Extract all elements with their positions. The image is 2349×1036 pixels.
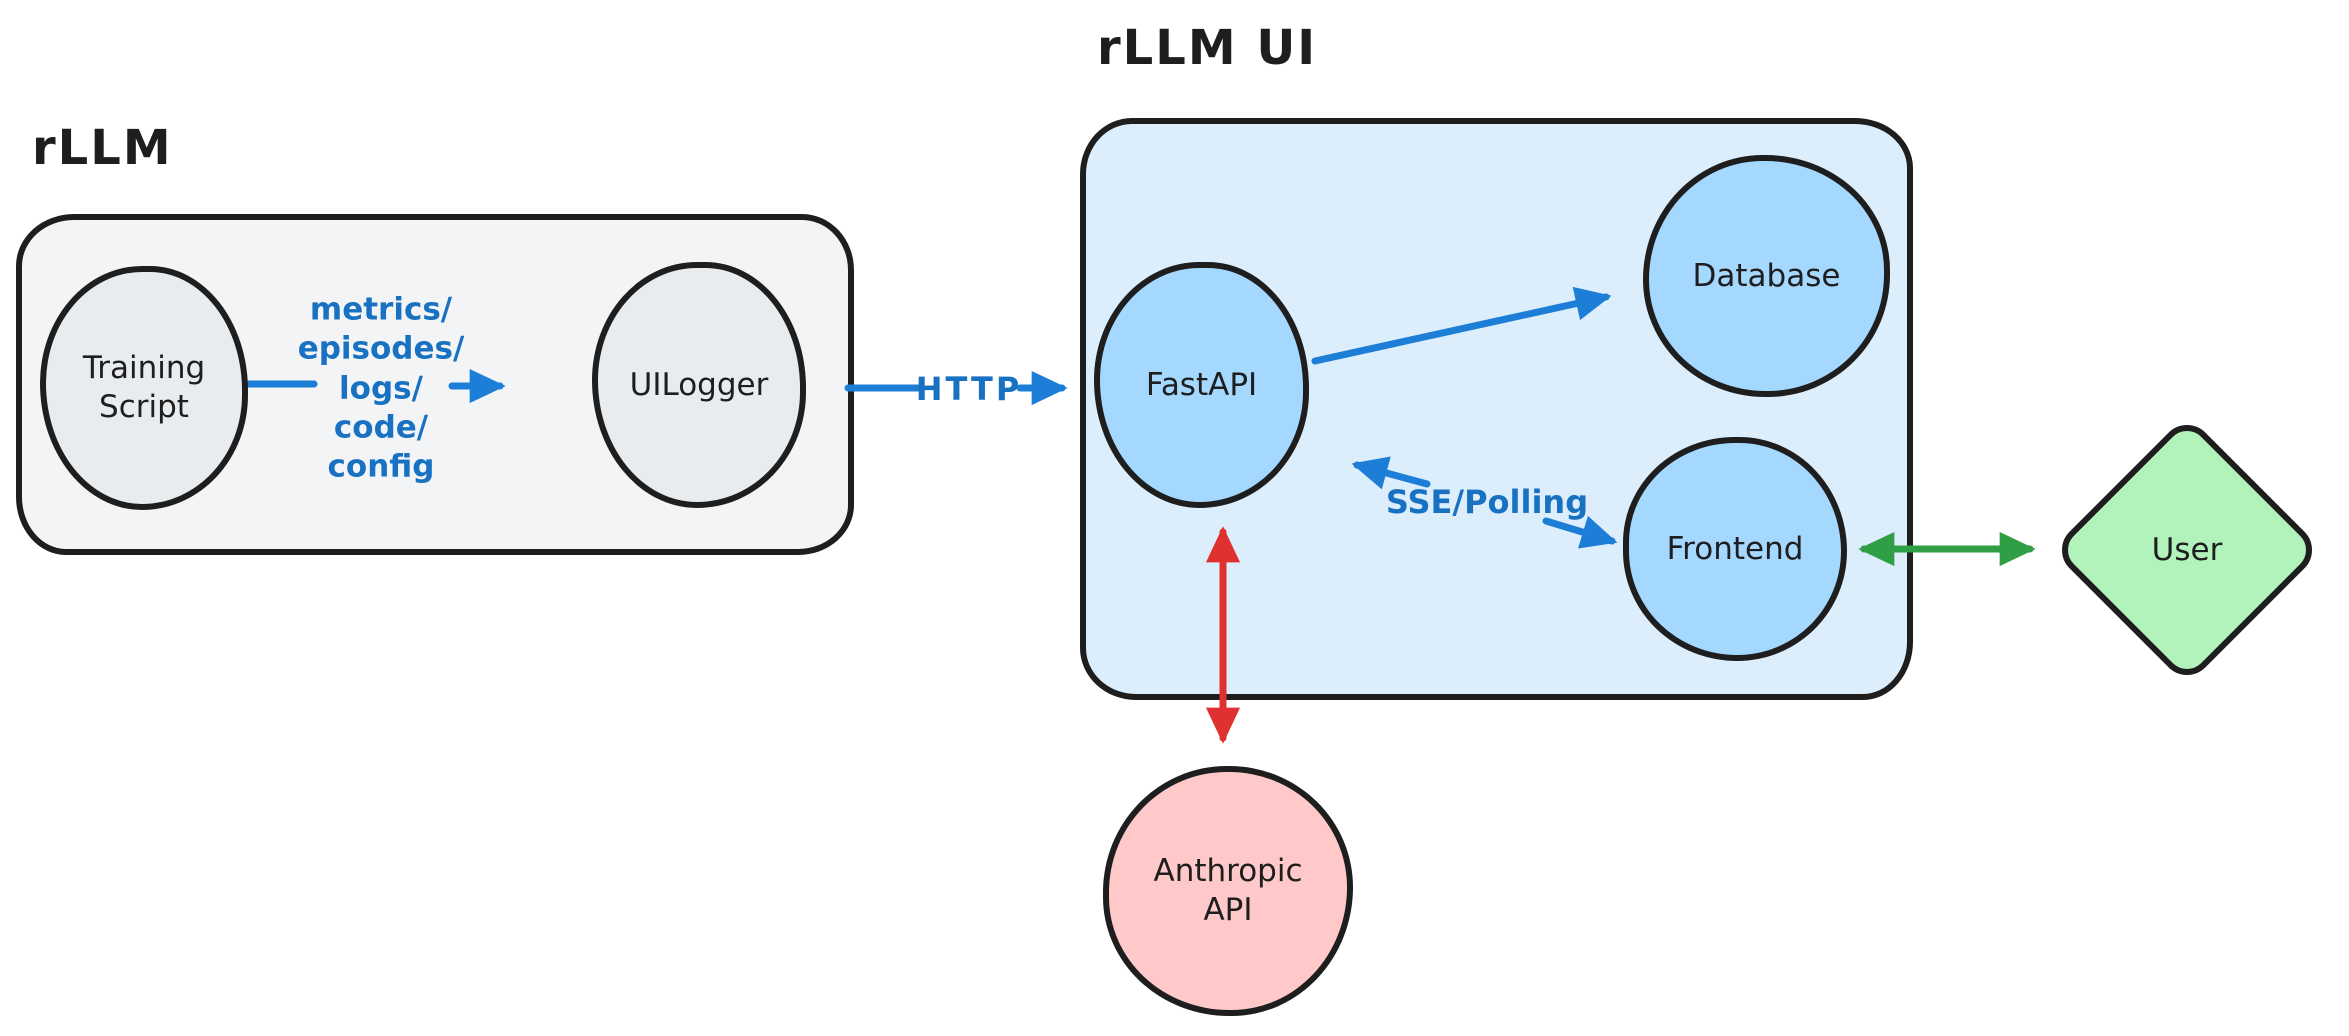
node-user: User — [2050, 415, 2324, 685]
node-training-script-label: Training Script — [82, 350, 206, 425]
node-frontend: Frontend — [1623, 437, 1847, 661]
node-training-script: Training Script — [40, 266, 248, 510]
node-frontend-label: Frontend — [1666, 530, 1804, 567]
node-anthropic-api: Anthropic API — [1103, 766, 1353, 1016]
edge-label-sse-polling: SSE/Polling — [1385, 483, 1589, 521]
node-user-label: User — [2151, 532, 2223, 568]
node-uilogger-label: UILogger — [629, 366, 769, 403]
rllm-ui-group-title: rLLM UI — [1097, 20, 1318, 76]
node-fastapi: FastAPI — [1094, 262, 1309, 508]
node-fastapi-label: FastAPI — [1145, 366, 1258, 403]
node-uilogger: UILogger — [592, 262, 806, 508]
node-database-label: Database — [1692, 257, 1841, 294]
node-database: Database — [1643, 155, 1890, 397]
rllm-group-title: rLLM — [32, 120, 173, 176]
edge-label-http: HTTP — [915, 370, 1023, 408]
edge-label-pipeline: metrics/ episodes/ logs/ code/ config — [297, 291, 465, 486]
node-anthropic-api-label: Anthropic API — [1153, 853, 1303, 928]
